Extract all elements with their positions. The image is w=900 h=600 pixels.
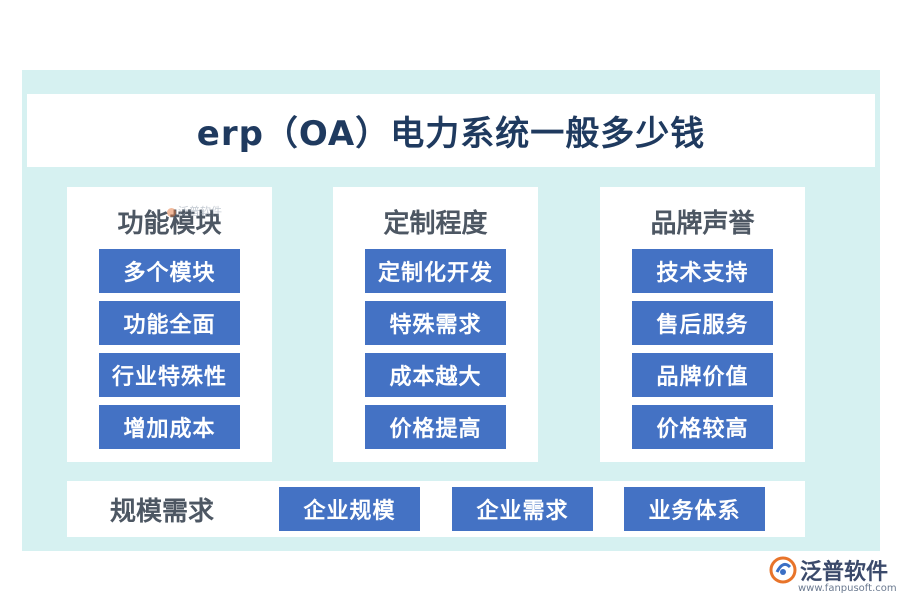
diagram-title: erp（OA）电力系统一般多少钱 bbox=[196, 114, 706, 154]
panel-customization: 定制程度 定制化开发 特殊需求 成本越大 价格提高 bbox=[333, 187, 538, 462]
panel-scale-demand: 规模需求 企业规模 企业需求 业务体系 bbox=[67, 481, 805, 537]
panel-item: 价格较高 bbox=[632, 405, 773, 449]
bottom-item: 企业规模 bbox=[279, 487, 420, 531]
panel-heading: 品牌声誉 bbox=[650, 209, 755, 239]
panel-item: 增加成本 bbox=[99, 405, 240, 449]
title-bar: erp（OA）电力系统一般多少钱 bbox=[27, 94, 875, 167]
brand-logo-icon bbox=[769, 556, 797, 584]
watermark-logo-icon bbox=[167, 207, 176, 217]
panel-item: 售后服务 bbox=[632, 301, 773, 345]
bottom-item: 企业需求 bbox=[452, 487, 593, 531]
panel-heading: 定制程度 bbox=[383, 209, 488, 239]
bottom-heading: 规模需求 bbox=[110, 496, 215, 527]
brand-url: www.fanpusoft.com bbox=[798, 583, 897, 594]
bottom-item: 业务体系 bbox=[624, 487, 765, 531]
panel-item: 多个模块 bbox=[99, 249, 240, 293]
panel-item: 品牌价值 bbox=[632, 353, 773, 397]
panel-item: 成本越大 bbox=[365, 353, 506, 397]
watermark: 泛普软件 bbox=[167, 203, 222, 219]
brand-logo: 泛普软件 www.fanpusoft.com bbox=[768, 553, 897, 597]
panel-item: 价格提高 bbox=[365, 405, 506, 449]
panel-function-modules: 功能模块 泛普软件 多个模块 功能全面 行业特殊性 增加成本 bbox=[67, 187, 272, 462]
panel-item: 功能全面 bbox=[99, 301, 240, 345]
panel-item: 特殊需求 bbox=[365, 301, 506, 345]
panel-item: 行业特殊性 bbox=[99, 353, 240, 397]
panel-item: 定制化开发 bbox=[365, 249, 506, 293]
panel-brand-reputation: 品牌声誉 技术支持 售后服务 品牌价值 价格较高 bbox=[600, 187, 805, 462]
panel-item: 技术支持 bbox=[632, 249, 773, 293]
brand-name: 泛普软件 bbox=[800, 560, 889, 585]
